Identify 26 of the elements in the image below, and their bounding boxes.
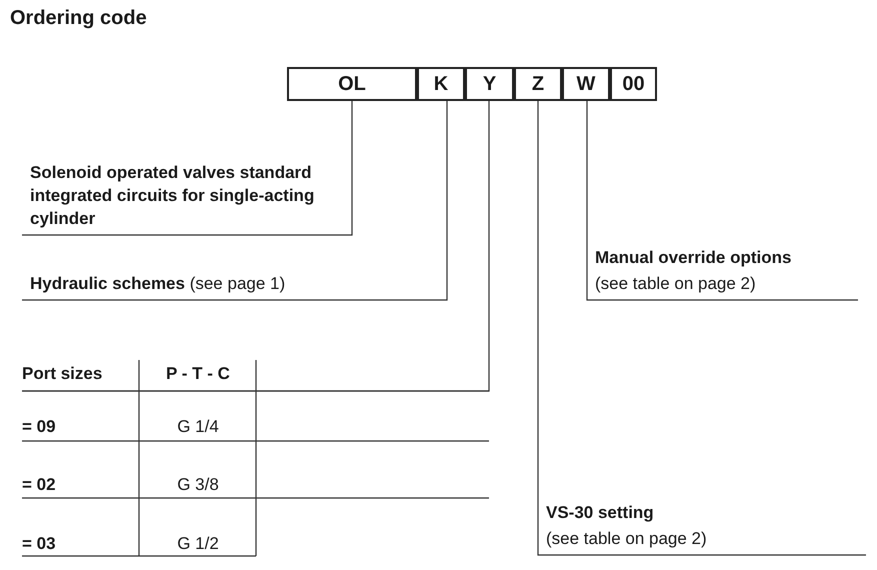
code-segment: 00 bbox=[610, 67, 657, 101]
description-text: Solenoid operated valves standard integrated circuits for single-acting cylinder bbox=[30, 162, 316, 230]
leader-line bbox=[22, 101, 353, 236]
reference-note: (see table on page 2) bbox=[546, 528, 708, 550]
port-size-code: = 09 bbox=[22, 417, 56, 437]
thread-size: G 1/2 bbox=[176, 534, 220, 554]
port-size-code: = 02 bbox=[22, 475, 56, 495]
column-header: Port sizes bbox=[22, 364, 102, 384]
leader-line bbox=[586, 101, 858, 301]
code-segment: K bbox=[417, 67, 465, 101]
code-segment: W bbox=[562, 67, 610, 101]
code-segment: Z bbox=[514, 67, 562, 101]
leader-line bbox=[22, 101, 490, 392]
description-text: VS-30 setting bbox=[546, 502, 655, 524]
port-size-code: = 03 bbox=[22, 534, 56, 554]
code-segment: OL bbox=[287, 67, 417, 101]
thread-size: G 3/8 bbox=[176, 475, 220, 495]
leader-line bbox=[537, 101, 542, 556]
thread-size: G 1/4 bbox=[176, 417, 220, 437]
description-text: Hydraulic schemes (see page 1) bbox=[30, 273, 286, 295]
column-header: P - T - C bbox=[165, 364, 231, 384]
code-segment: Y bbox=[465, 67, 514, 101]
leader-line bbox=[22, 101, 448, 301]
reference-note: (see table on page 2) bbox=[595, 273, 757, 295]
title: Ordering code bbox=[10, 7, 147, 30]
description-text: Manual override options bbox=[595, 247, 792, 269]
